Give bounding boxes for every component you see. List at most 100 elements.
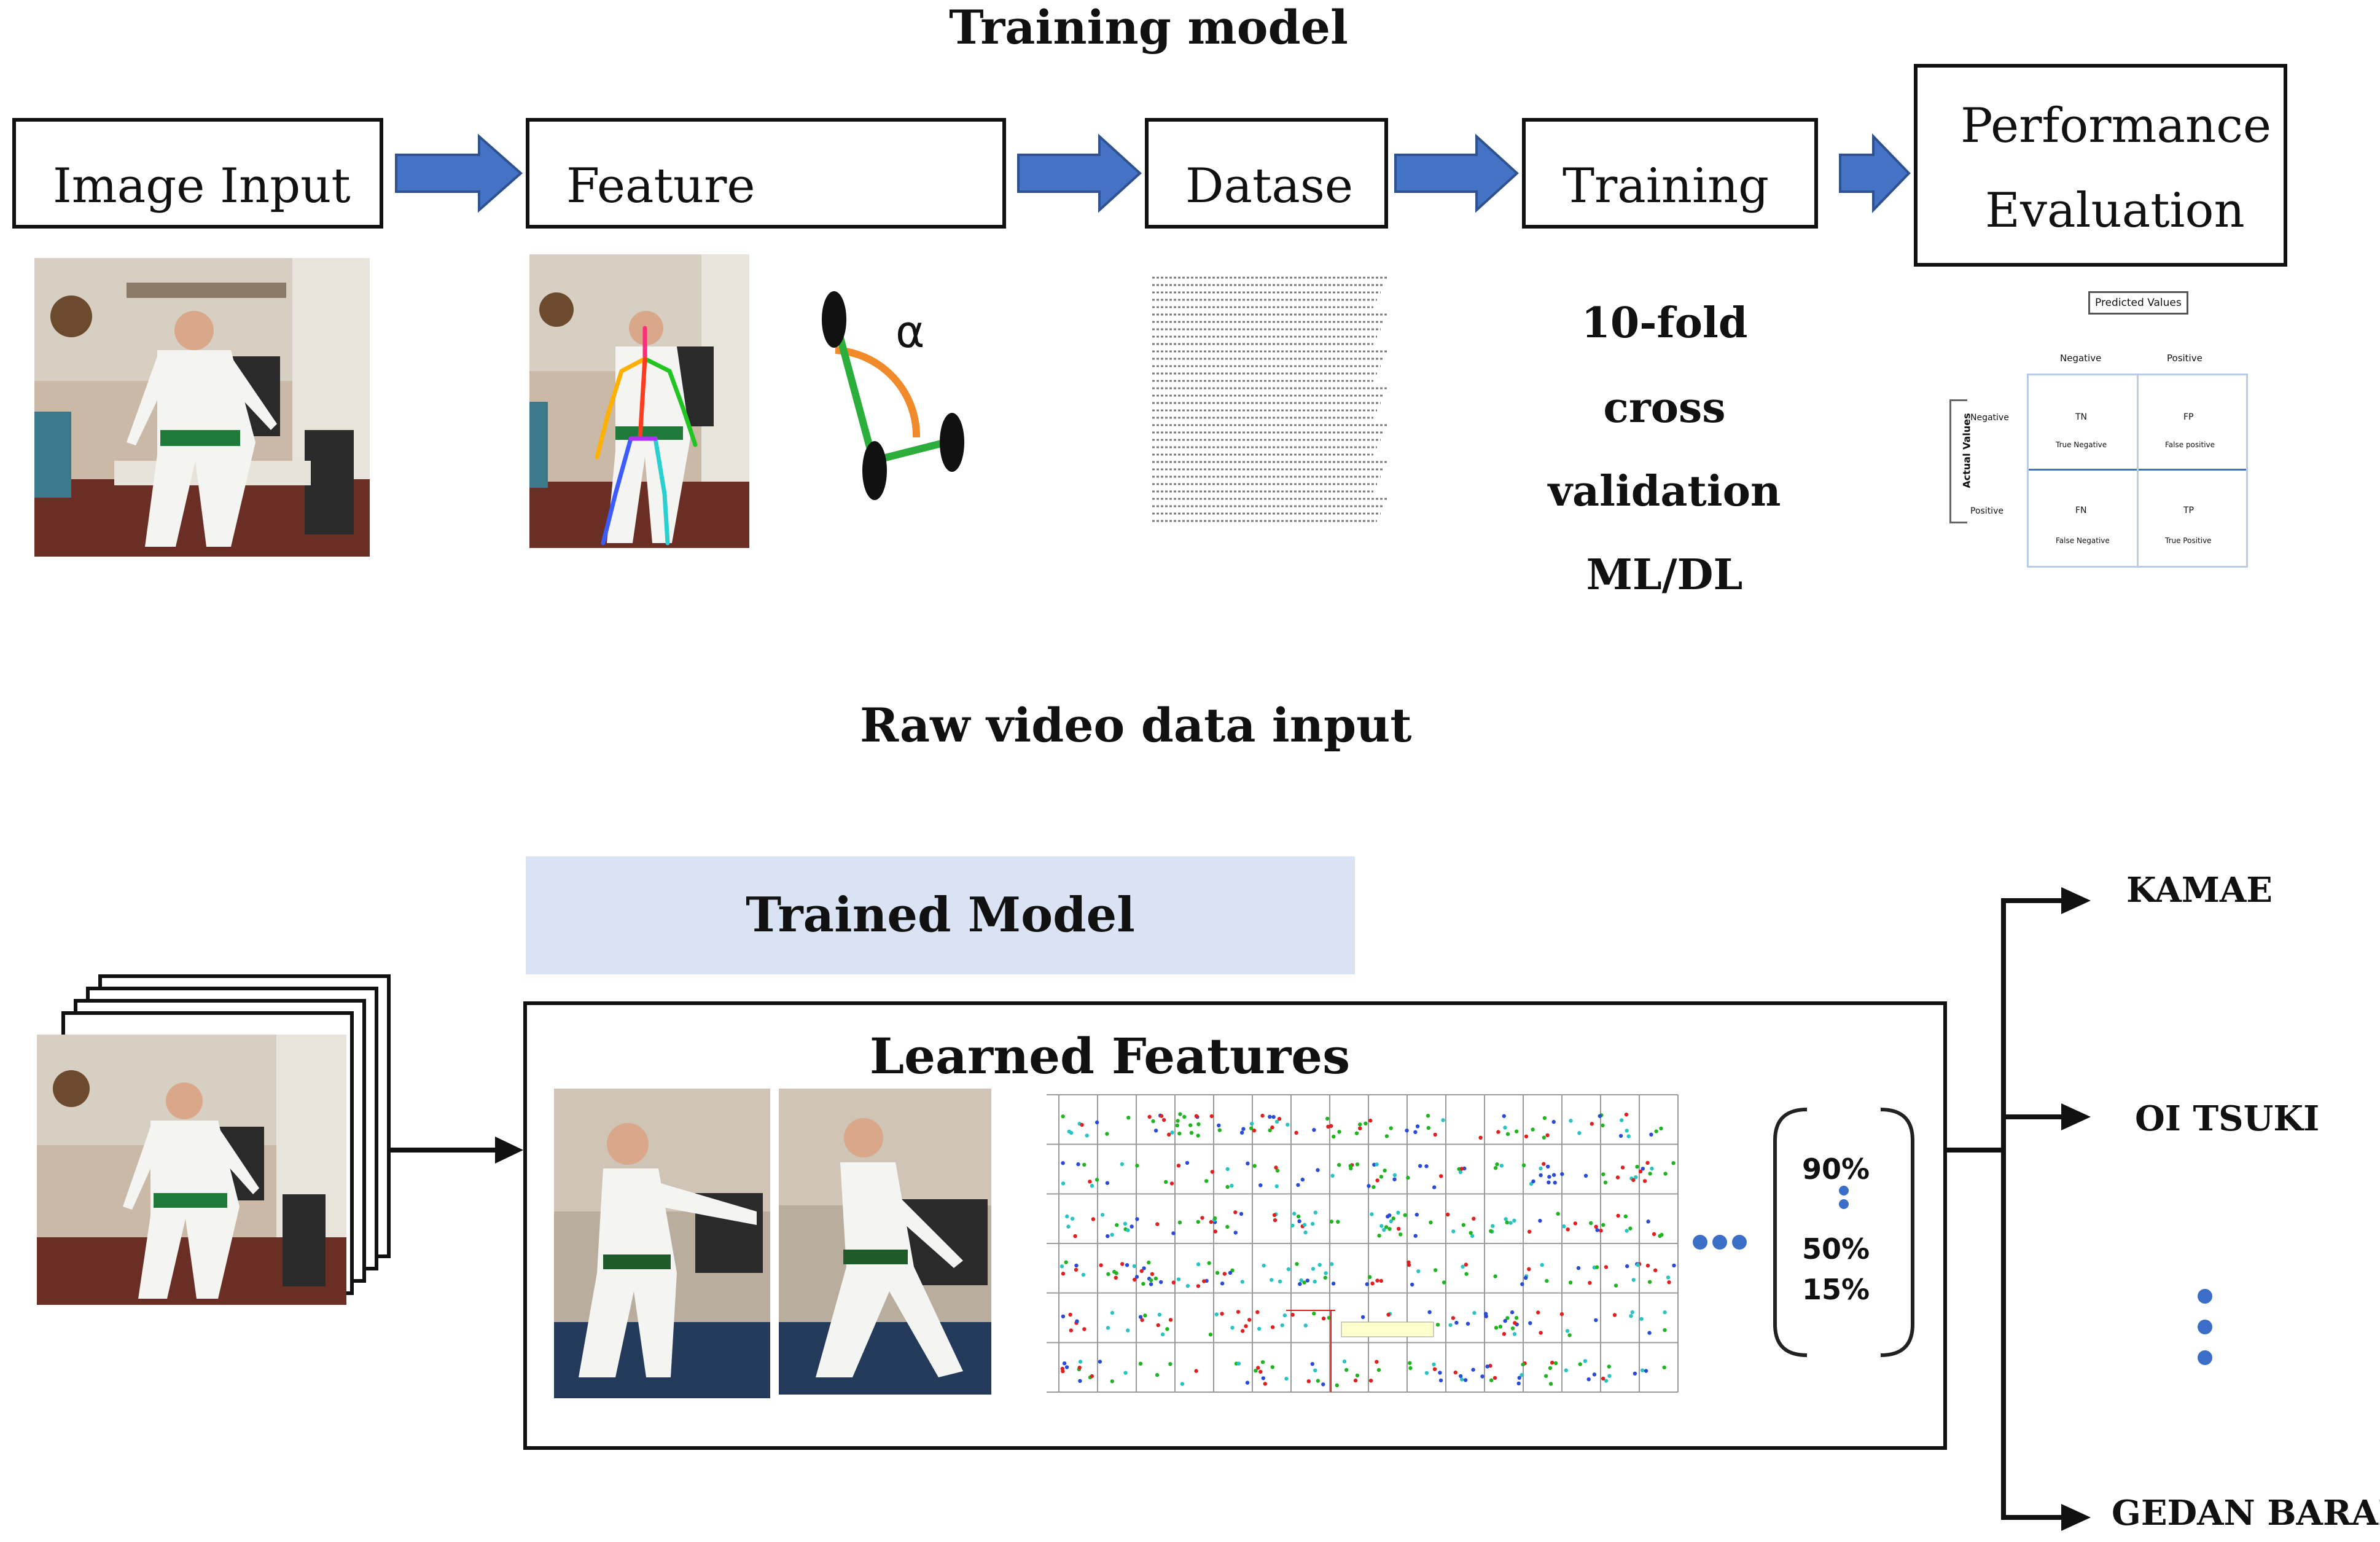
scatter-point xyxy=(1492,1376,1497,1380)
scatter-point xyxy=(1153,1129,1158,1133)
scatter-point xyxy=(1495,1162,1499,1167)
scatter-point xyxy=(1493,1274,1497,1278)
scatter-point xyxy=(1296,1183,1300,1188)
scatter-point xyxy=(1069,1328,1073,1333)
scatter-point xyxy=(1505,1316,1510,1320)
scatter-point xyxy=(1364,1121,1368,1125)
scatter-point xyxy=(1132,1264,1137,1269)
scatter-point xyxy=(1505,1220,1509,1224)
scatter-point xyxy=(1353,1378,1358,1383)
scatter-point xyxy=(1648,1172,1652,1176)
scatter-point xyxy=(1061,1181,1066,1186)
scatter-point xyxy=(1461,1264,1465,1269)
scatter-point xyxy=(1312,1128,1316,1132)
scatter-point xyxy=(1185,1160,1190,1165)
scatter-point xyxy=(1273,1218,1278,1223)
scatter-point xyxy=(1260,1113,1265,1118)
scatter-point xyxy=(1483,1312,1488,1316)
scatter-point xyxy=(1249,1126,1254,1130)
scatter-point xyxy=(1233,1231,1238,1235)
scatter-point xyxy=(1553,1361,1558,1366)
scatter-point xyxy=(1178,1112,1182,1116)
scatter-point xyxy=(1502,1114,1506,1118)
scatter-point xyxy=(1268,1128,1272,1133)
scatter-point xyxy=(1277,1117,1282,1121)
scatter-point xyxy=(1214,1312,1219,1317)
scatter-point xyxy=(1171,1231,1176,1235)
scatter-point xyxy=(1249,1122,1254,1126)
scatter-point xyxy=(1439,1174,1443,1178)
scatter-point xyxy=(1185,1284,1190,1288)
scatter-point xyxy=(1618,1133,1623,1138)
scatter-point xyxy=(1503,1318,1507,1323)
scatter-point xyxy=(1458,1170,1463,1175)
scatter-point xyxy=(1302,1223,1307,1227)
arrow-output-oi-tsuki xyxy=(2001,1103,2091,1130)
scatter-point xyxy=(1542,1116,1547,1121)
scatter-point xyxy=(1471,1368,1475,1372)
scatter-point xyxy=(1524,1134,1529,1138)
scatter-point xyxy=(1155,1372,1160,1377)
scatter-point xyxy=(1650,1166,1654,1171)
scatter-point xyxy=(1654,1129,1658,1133)
scatter-point xyxy=(1120,1162,1125,1167)
scatter-point xyxy=(1256,1366,1260,1370)
scatter-point xyxy=(1252,1129,1257,1133)
vertical-ellipsis xyxy=(2198,1289,2212,1365)
scatter-point xyxy=(1397,1227,1401,1231)
confusion-axis-bracket xyxy=(1949,399,1967,523)
scatter-point xyxy=(1064,1260,1068,1264)
scatter-point xyxy=(1169,1181,1174,1186)
scatter-point xyxy=(1601,1223,1606,1227)
confusion-col-positive: Positive xyxy=(2167,353,2202,364)
scatter-point xyxy=(1426,1125,1430,1130)
scatter-point xyxy=(1167,1132,1171,1137)
scatter-point xyxy=(1202,1279,1206,1283)
scatter-point xyxy=(1062,1361,1067,1366)
scatter-point xyxy=(1531,1179,1535,1184)
scatter-point xyxy=(1194,1114,1198,1118)
scatter-point xyxy=(1671,1161,1676,1165)
scatter-point xyxy=(1540,1262,1544,1267)
training-label: Training xyxy=(1563,159,1769,214)
scatter-point xyxy=(1204,1179,1209,1183)
scatter-point xyxy=(1080,1122,1084,1127)
scatter-point xyxy=(1077,1366,1082,1370)
scatter-point xyxy=(1240,1280,1244,1284)
scatter-point xyxy=(1672,1263,1676,1268)
scatter-point xyxy=(1446,1212,1450,1217)
scatter-point xyxy=(1599,1229,1603,1233)
scatter-point xyxy=(1667,1280,1671,1285)
scatter-point xyxy=(1068,1312,1072,1317)
scatter-point xyxy=(1485,1364,1489,1369)
scatter-point xyxy=(1646,1219,1650,1224)
scatter-point xyxy=(1516,1381,1521,1386)
scatter-point xyxy=(1236,1361,1241,1366)
scatter-point xyxy=(1403,1213,1407,1218)
scatter-point xyxy=(1616,1213,1620,1218)
scatter-point xyxy=(1489,1229,1493,1234)
scatter-point xyxy=(1321,1317,1326,1321)
trained-model-banner: Trained Model xyxy=(526,856,1355,974)
arrow-frames-to-model xyxy=(391,1137,523,1164)
scatter-point xyxy=(1075,1319,1079,1323)
scatter-point xyxy=(1583,1173,1588,1178)
scatter-point xyxy=(1489,1378,1494,1382)
feature-box: Feature xyxy=(526,118,1006,229)
scatter-point xyxy=(1316,1379,1321,1383)
arrow-output-gedan-barai xyxy=(2001,1504,2091,1531)
scatter-point xyxy=(1135,1217,1139,1221)
scatter-point xyxy=(1647,1331,1652,1335)
scatter-point xyxy=(1292,1211,1297,1216)
scatter-point xyxy=(1386,1215,1390,1219)
scatter-point xyxy=(1245,1380,1250,1385)
scatter-point xyxy=(1194,1369,1198,1373)
scatter-point xyxy=(1512,1218,1516,1223)
scatter-point xyxy=(1270,1278,1274,1282)
scatter-point xyxy=(1658,1234,1662,1239)
scatter-point xyxy=(1577,1131,1582,1135)
confusion-matrix: Predicted Values Negative Positive Actua… xyxy=(1947,291,2254,568)
scatter-point xyxy=(1354,1131,1359,1135)
scatter-point xyxy=(1370,1212,1374,1216)
scatter-point xyxy=(1383,1168,1387,1173)
